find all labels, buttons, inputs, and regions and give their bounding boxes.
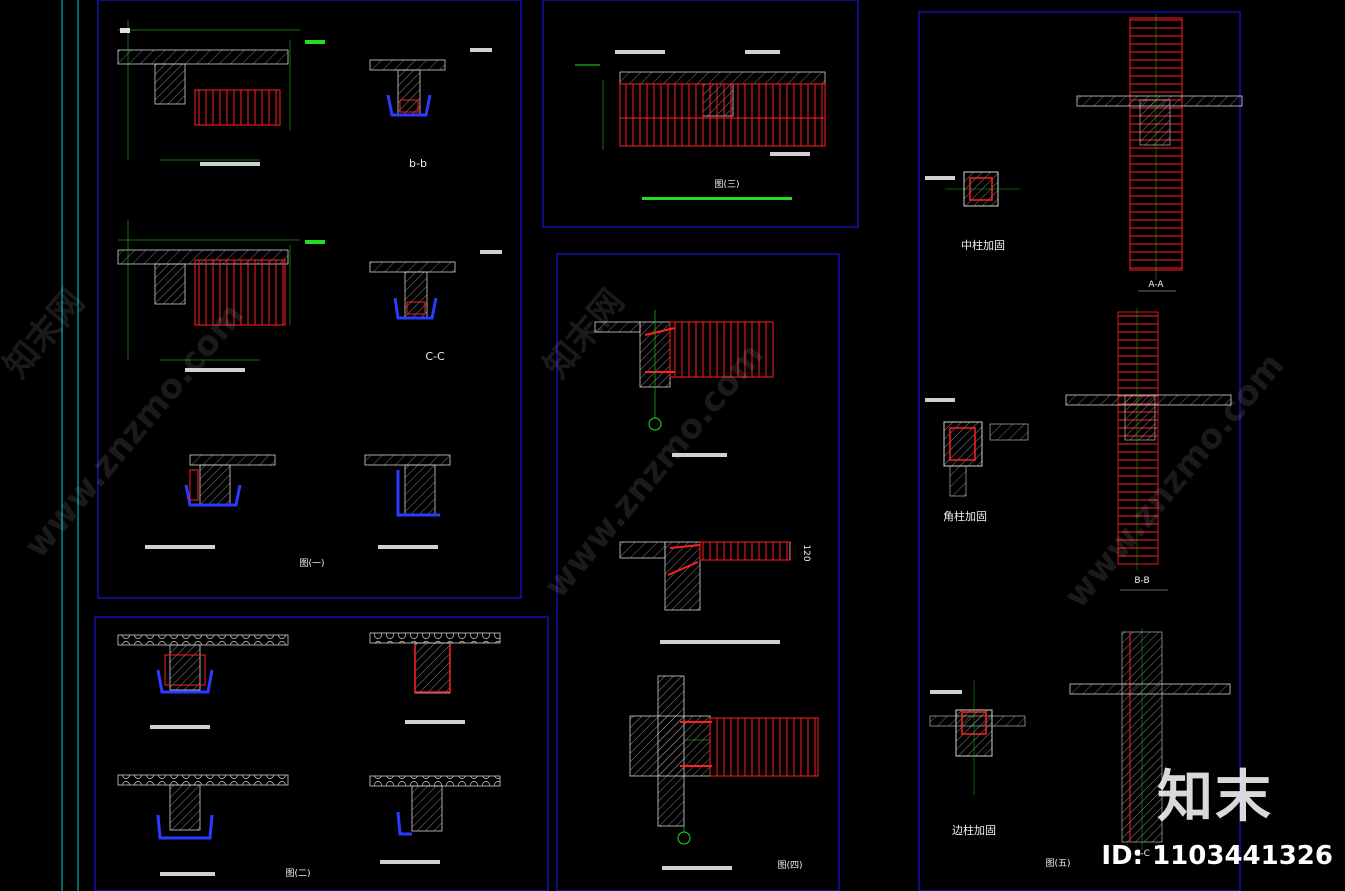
panel-fig1: b-b C-C [97, 0, 522, 599]
beam-section-3 [145, 454, 276, 549]
hollow-slab-section-1 [117, 634, 289, 729]
watermark-site-3: www.znzmo.com [1056, 345, 1292, 615]
fig3-label: 图(三) [714, 179, 739, 190]
dim-120: 120 [801, 544, 811, 561]
beam-detail-1 [117, 20, 325, 166]
fig2-label: 图(二) [285, 868, 310, 879]
panel-fig2: 图(二) [94, 616, 549, 891]
hollow-slab-section-2 [369, 632, 501, 724]
middle-column-plan: 中柱加固 [925, 171, 1020, 252]
hollow-slab-section-4 [369, 775, 501, 864]
section-cc-label: C-C [425, 350, 445, 363]
section-bb2-label: B-B [1134, 576, 1149, 586]
fig5-label: 图(五) [1045, 858, 1070, 869]
beam-joint-1 [594, 310, 774, 457]
corner-column-plan: 角柱加固 [925, 398, 1029, 523]
panel-fig5: 中柱加固 A-A 角柱加固 B-B [918, 11, 1243, 891]
corner-column-label: 角柱加固 [943, 509, 987, 523]
middle-column-label: 中柱加固 [961, 238, 1005, 252]
fig1-label: 图(一) [299, 558, 324, 569]
panel-fig4: 120 图(四) [556, 253, 840, 891]
brand-watermark: 知末 [1157, 765, 1273, 830]
section-bb: b-b [369, 48, 492, 170]
beam-section-4 [364, 454, 451, 549]
elevation-bb: B-B [1065, 308, 1232, 591]
image-id-watermark: ID: 1103441326 [1101, 841, 1333, 871]
fig4-label: 图(四) [777, 860, 802, 871]
section-cc2-label: C-C [1134, 849, 1150, 859]
edge-column-plan: 边柱加固 [929, 680, 1026, 837]
beam-joint-2: 120 [619, 541, 811, 644]
beam-detail-2 [117, 220, 325, 372]
section-aa-label: A-A [1148, 280, 1164, 290]
left-axis-lines [61, 0, 79, 891]
column-beam-joint [629, 675, 819, 870]
elevation-cc: C-C [1069, 628, 1231, 859]
panel-fig3: 图(三) [542, 0, 859, 228]
edge-column-label: 边柱加固 [952, 823, 996, 837]
section-bb-label: b-b [409, 157, 427, 170]
hollow-slab-section-3 [117, 774, 289, 876]
watermark-sitecn-2: 知末网 [536, 282, 632, 386]
section-cc: C-C [369, 250, 502, 363]
elevation-aa: A-A [1076, 14, 1243, 292]
watermark-sitecn-1: 知末网 [0, 282, 92, 386]
